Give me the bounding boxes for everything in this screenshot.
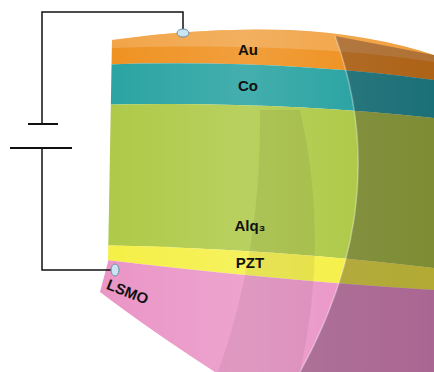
layer-label-box: Au (234, 39, 262, 60)
layer-name: PZT (236, 254, 264, 271)
layer-name: Co (238, 77, 258, 94)
front-highlight (90, 0, 434, 372)
layer-name: Alq₃ (234, 217, 265, 234)
center-edge-shade (218, 110, 315, 372)
layer-label-box: PZT (232, 252, 268, 273)
layer-name: Au (238, 41, 258, 58)
battery-symbol (10, 124, 72, 148)
contact-dot (111, 264, 119, 276)
circuit-wires (42, 12, 183, 270)
right-face-shade (300, 36, 434, 372)
layer-label-box: Co (234, 75, 262, 96)
layer-label-box: Alq₃ (230, 215, 269, 236)
stack-body (90, 0, 434, 372)
contact-dot (177, 29, 189, 37)
cube-edge (300, 36, 358, 372)
